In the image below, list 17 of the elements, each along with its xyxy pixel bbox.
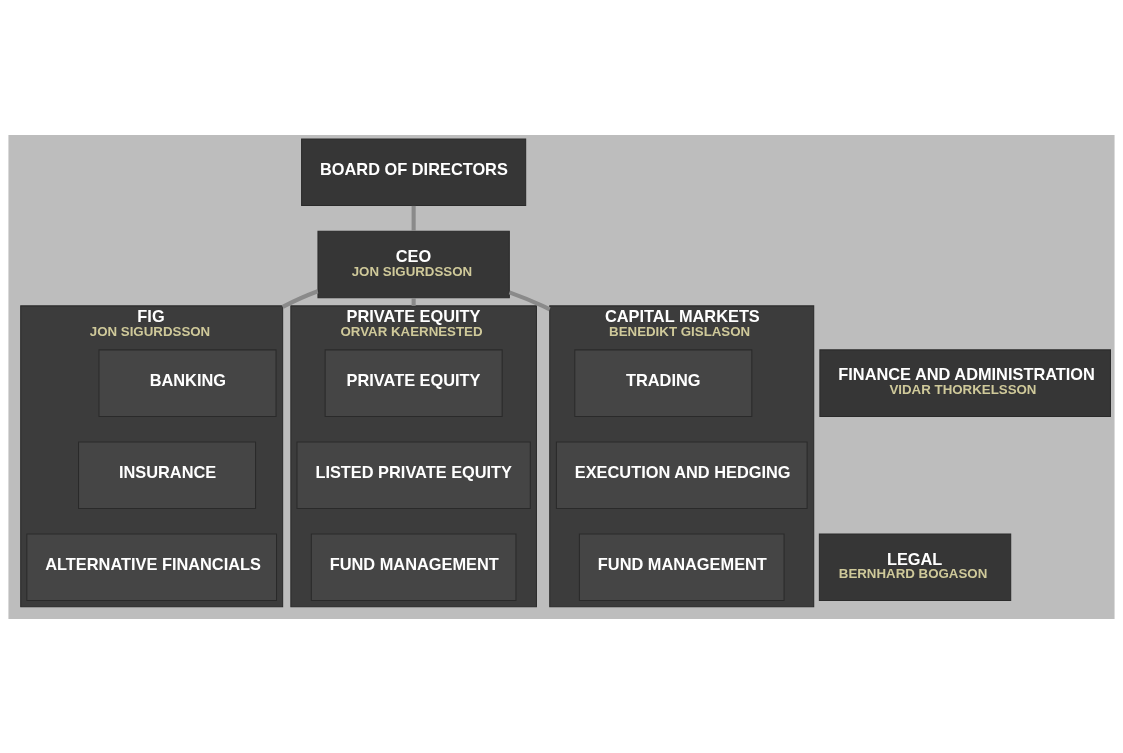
node-box: LISTED PRIVATE EQUITY: [296, 440, 531, 509]
connector: [411, 205, 416, 231]
node-box: FUND MANAGEMENT: [578, 533, 785, 601]
node-box: CEO JON SIGURDSSON: [317, 230, 510, 298]
node-box: BANKING: [98, 348, 277, 417]
connector: [411, 297, 416, 306]
node-box: BOARD OF DIRECTORS: [301, 138, 527, 206]
node-box: PRIVATE EQUITY: [324, 348, 503, 417]
node-box: ALTERNATIVE FINANCIALS: [26, 533, 278, 601]
node-box: FINANCE AND ADMINISTRATION VIDAR THORKELSSON: [819, 348, 1111, 417]
connector: [281, 288, 319, 309]
node-box: LEGAL BERNHARD BOGASON: [818, 533, 1012, 601]
node-box: TRADING: [574, 348, 753, 417]
node-box: FUND MANAGEMENT: [310, 533, 517, 601]
connector: [508, 290, 551, 311]
node-box: EXECUTION AND HEDGING: [555, 440, 808, 509]
node-box: INSURANCE: [78, 440, 257, 509]
